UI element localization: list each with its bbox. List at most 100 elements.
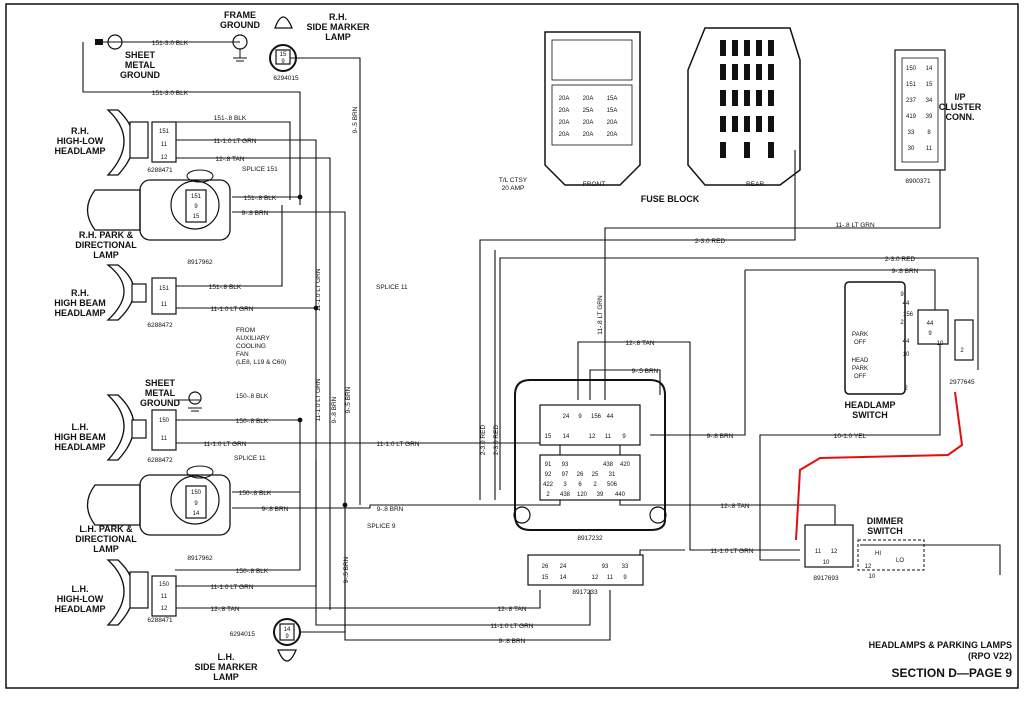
bulk-r2-pin-2: 14 bbox=[563, 434, 570, 440]
wire-label-w11_lt_grn_c: 11-1.0 LT GRN bbox=[204, 441, 247, 448]
dimmer-switch-label-line-1: DIMMER bbox=[867, 516, 904, 526]
wire-label-w9_brn_b: 9-.8 BRN bbox=[262, 506, 289, 513]
hs-pin-1: 9 bbox=[900, 292, 904, 298]
rh-hl-pin-3: 12 bbox=[161, 155, 168, 161]
bulk-r2-pin-4: 11 bbox=[605, 434, 612, 440]
wire-label-w11_lt_grn_right: 11-1.0 LT GRN bbox=[711, 548, 754, 555]
wire-label-w150_blk_c: 150-.8 BLK bbox=[239, 490, 272, 497]
wire-label-w2_red_v: 2-3.0 RED bbox=[480, 425, 487, 456]
hs-pin-3: 156 bbox=[903, 312, 914, 318]
rh-hl-pin-1: 151 bbox=[159, 129, 170, 135]
lh-high-beam-label-line-3: HEADLAMP bbox=[55, 442, 106, 452]
splice-9-label: SPLICE 9 bbox=[367, 523, 396, 530]
side-lh-pin-1: 14 bbox=[284, 627, 291, 633]
lh-side-marker-label-line-1: L.H. bbox=[218, 652, 235, 662]
bulk-r3-pin-1: 91 bbox=[545, 462, 552, 468]
bulk-top-pin-4: 44 bbox=[607, 414, 614, 420]
sheet-metal-ground-low-label-line-3: GROUND bbox=[140, 398, 180, 408]
rh-park-label-line-3: LAMP bbox=[93, 250, 119, 260]
wire-label-w151_3_blk: 151-3.0 BLK bbox=[152, 40, 189, 47]
sheet-metal-ground-top-label-line-3: GROUND bbox=[120, 70, 160, 80]
lh-high-beam-headlamp bbox=[106, 394, 177, 461]
bulk-r5-pin-1: 422 bbox=[543, 482, 554, 488]
hs-label-pin-1: PARK bbox=[852, 332, 868, 338]
sheet-metal-ground-top-label-line-2: METAL bbox=[125, 60, 156, 70]
lh-hl-pin-3: 12 bbox=[161, 606, 168, 612]
tl-ctsy-label-line-1: T/L CTSY bbox=[499, 177, 528, 184]
highlight-wire-10-yel bbox=[795, 391, 964, 541]
sheet-metal-ground-symbol-top bbox=[95, 34, 123, 50]
wire-label-w12_tan_top: 12-.8 TAN bbox=[625, 340, 654, 347]
rh-park-pin-1: 151 bbox=[191, 194, 202, 200]
fuse-pin-7: 20A bbox=[559, 120, 570, 126]
dim-pin-3: 10 bbox=[823, 560, 830, 566]
rh-high-low-label-line-1: R.H. bbox=[71, 126, 89, 136]
footer-section: SECTION D—PAGE 9 bbox=[892, 666, 1013, 680]
bulk-r6-pin-1: 2 bbox=[546, 492, 550, 498]
wire-label-w11_lt_grn_b: 11-1.0 LT GRN bbox=[211, 306, 254, 313]
fuse-pin-6: 15A bbox=[607, 108, 618, 114]
wire-label-w9_5_brn_v3: 9-.5 BRN bbox=[343, 556, 350, 583]
headlamp-switch bbox=[844, 281, 974, 395]
bulk-r4-pin-5: 31 bbox=[609, 472, 616, 478]
splice-dots bbox=[297, 194, 348, 508]
dim-side-pin-2: 10 bbox=[869, 574, 876, 580]
dimmer-switch-label-line-2: SWITCH bbox=[867, 526, 903, 536]
b2-r1-pin-2: 24 bbox=[560, 564, 567, 570]
lh-hb-pin-2: 11 bbox=[161, 436, 168, 442]
ip-pin-8: 39 bbox=[926, 114, 933, 120]
fuse-block-rear bbox=[687, 27, 801, 186]
lh-high-beam-label-line-2: HIGH BEAM bbox=[54, 432, 106, 442]
wire-label-w9_5_brn_top: 9-.5 BRN bbox=[632, 368, 659, 375]
tl-ctsy-label-line-2: 20 AMP bbox=[502, 185, 525, 192]
b2-r2-pin-3: 12 bbox=[592, 575, 599, 581]
wire-label-w150_blk_b: 150-.8 BLK bbox=[236, 418, 269, 425]
lh-high-low-label-line-1: L.H. bbox=[72, 584, 89, 594]
b2-r2-pin-1: 15 bbox=[542, 575, 549, 581]
fuse-rear-label: REAR bbox=[746, 181, 764, 188]
wire-label-w11_lt_grn_d: 11-1.0 LT GRN bbox=[211, 584, 254, 591]
rh-side-marker-part: 6294015 bbox=[273, 75, 299, 82]
bulkhead-part-2: 8917233 bbox=[572, 589, 598, 596]
fan-note-line-2: AUXILIARY bbox=[236, 335, 271, 342]
lh-high-beam-part: 6288472 bbox=[147, 457, 173, 464]
ip-pin-4: 15 bbox=[926, 82, 933, 88]
ip-pin-12: 11 bbox=[926, 146, 933, 152]
wire-label-w151_8_blk: 151-.8 BLK bbox=[214, 115, 247, 122]
bulk-r3-pin-4: 420 bbox=[620, 462, 631, 468]
wire-label-w151_3_blk_b: 151-3.0 BLK bbox=[152, 90, 189, 97]
splice-151-label: SPLICE 151 bbox=[242, 166, 278, 173]
hs-label-pin-4: PARK bbox=[852, 366, 868, 372]
fan-note-line-1: FROM bbox=[236, 327, 255, 334]
rh-high-beam-label-line-1: R.H. bbox=[71, 288, 89, 298]
fuse-block-front bbox=[544, 31, 641, 186]
fuse-pin-9: 20A bbox=[607, 120, 618, 126]
lh-park-pin-2: 9 bbox=[194, 501, 198, 507]
ip-cluster-part: 8900371 bbox=[905, 178, 931, 185]
fuse-pin-2: 20A bbox=[583, 96, 594, 102]
wire-label-w2_red_v2: 2-3.0 RED bbox=[493, 425, 500, 456]
ip-pin-2: 14 bbox=[926, 66, 933, 72]
hs-conn-pin-4: 2 bbox=[960, 348, 964, 354]
wire-label-w9_brn_mid: 9-.8 BRN bbox=[377, 506, 404, 513]
b2-r2-pin-5: 9 bbox=[623, 575, 627, 581]
bulk-top-pin-1: 24 bbox=[563, 414, 570, 420]
wire-label-w9_brn_sw: 9-.8 BRN bbox=[892, 268, 919, 275]
frame-ground-symbol bbox=[232, 34, 248, 62]
bulk-r6-pin-2: 438 bbox=[560, 492, 571, 498]
lh-hl-pin-1: 150 bbox=[159, 582, 170, 588]
bulk-r6-pin-5: 440 bbox=[615, 492, 626, 498]
rh-side-marker-label-line-2: SIDE MARKER bbox=[306, 22, 370, 32]
bulk-r4-pin-2: 97 bbox=[562, 472, 569, 478]
headlamp-switch-label-line-1: HEADLAMP bbox=[845, 400, 896, 410]
wire-label-w151_8_blk_c: 151-.8 BLK bbox=[209, 284, 242, 291]
b2-r1-pin-3: 93 bbox=[602, 564, 609, 570]
rh-park-pin-3: 15 bbox=[193, 214, 200, 220]
hs-pin-5: 44 bbox=[903, 339, 910, 345]
fuse-pin-4: 20A bbox=[559, 108, 570, 114]
wire-label-w2_red_b: 2-3.0 RED bbox=[885, 256, 916, 263]
splice-11-label-top: SPLICE 11 bbox=[376, 284, 408, 291]
rh-side-marker-lamp bbox=[269, 16, 297, 72]
b2-r1-pin-1: 26 bbox=[542, 564, 549, 570]
side-lh-pin-2: 9 bbox=[285, 634, 289, 640]
